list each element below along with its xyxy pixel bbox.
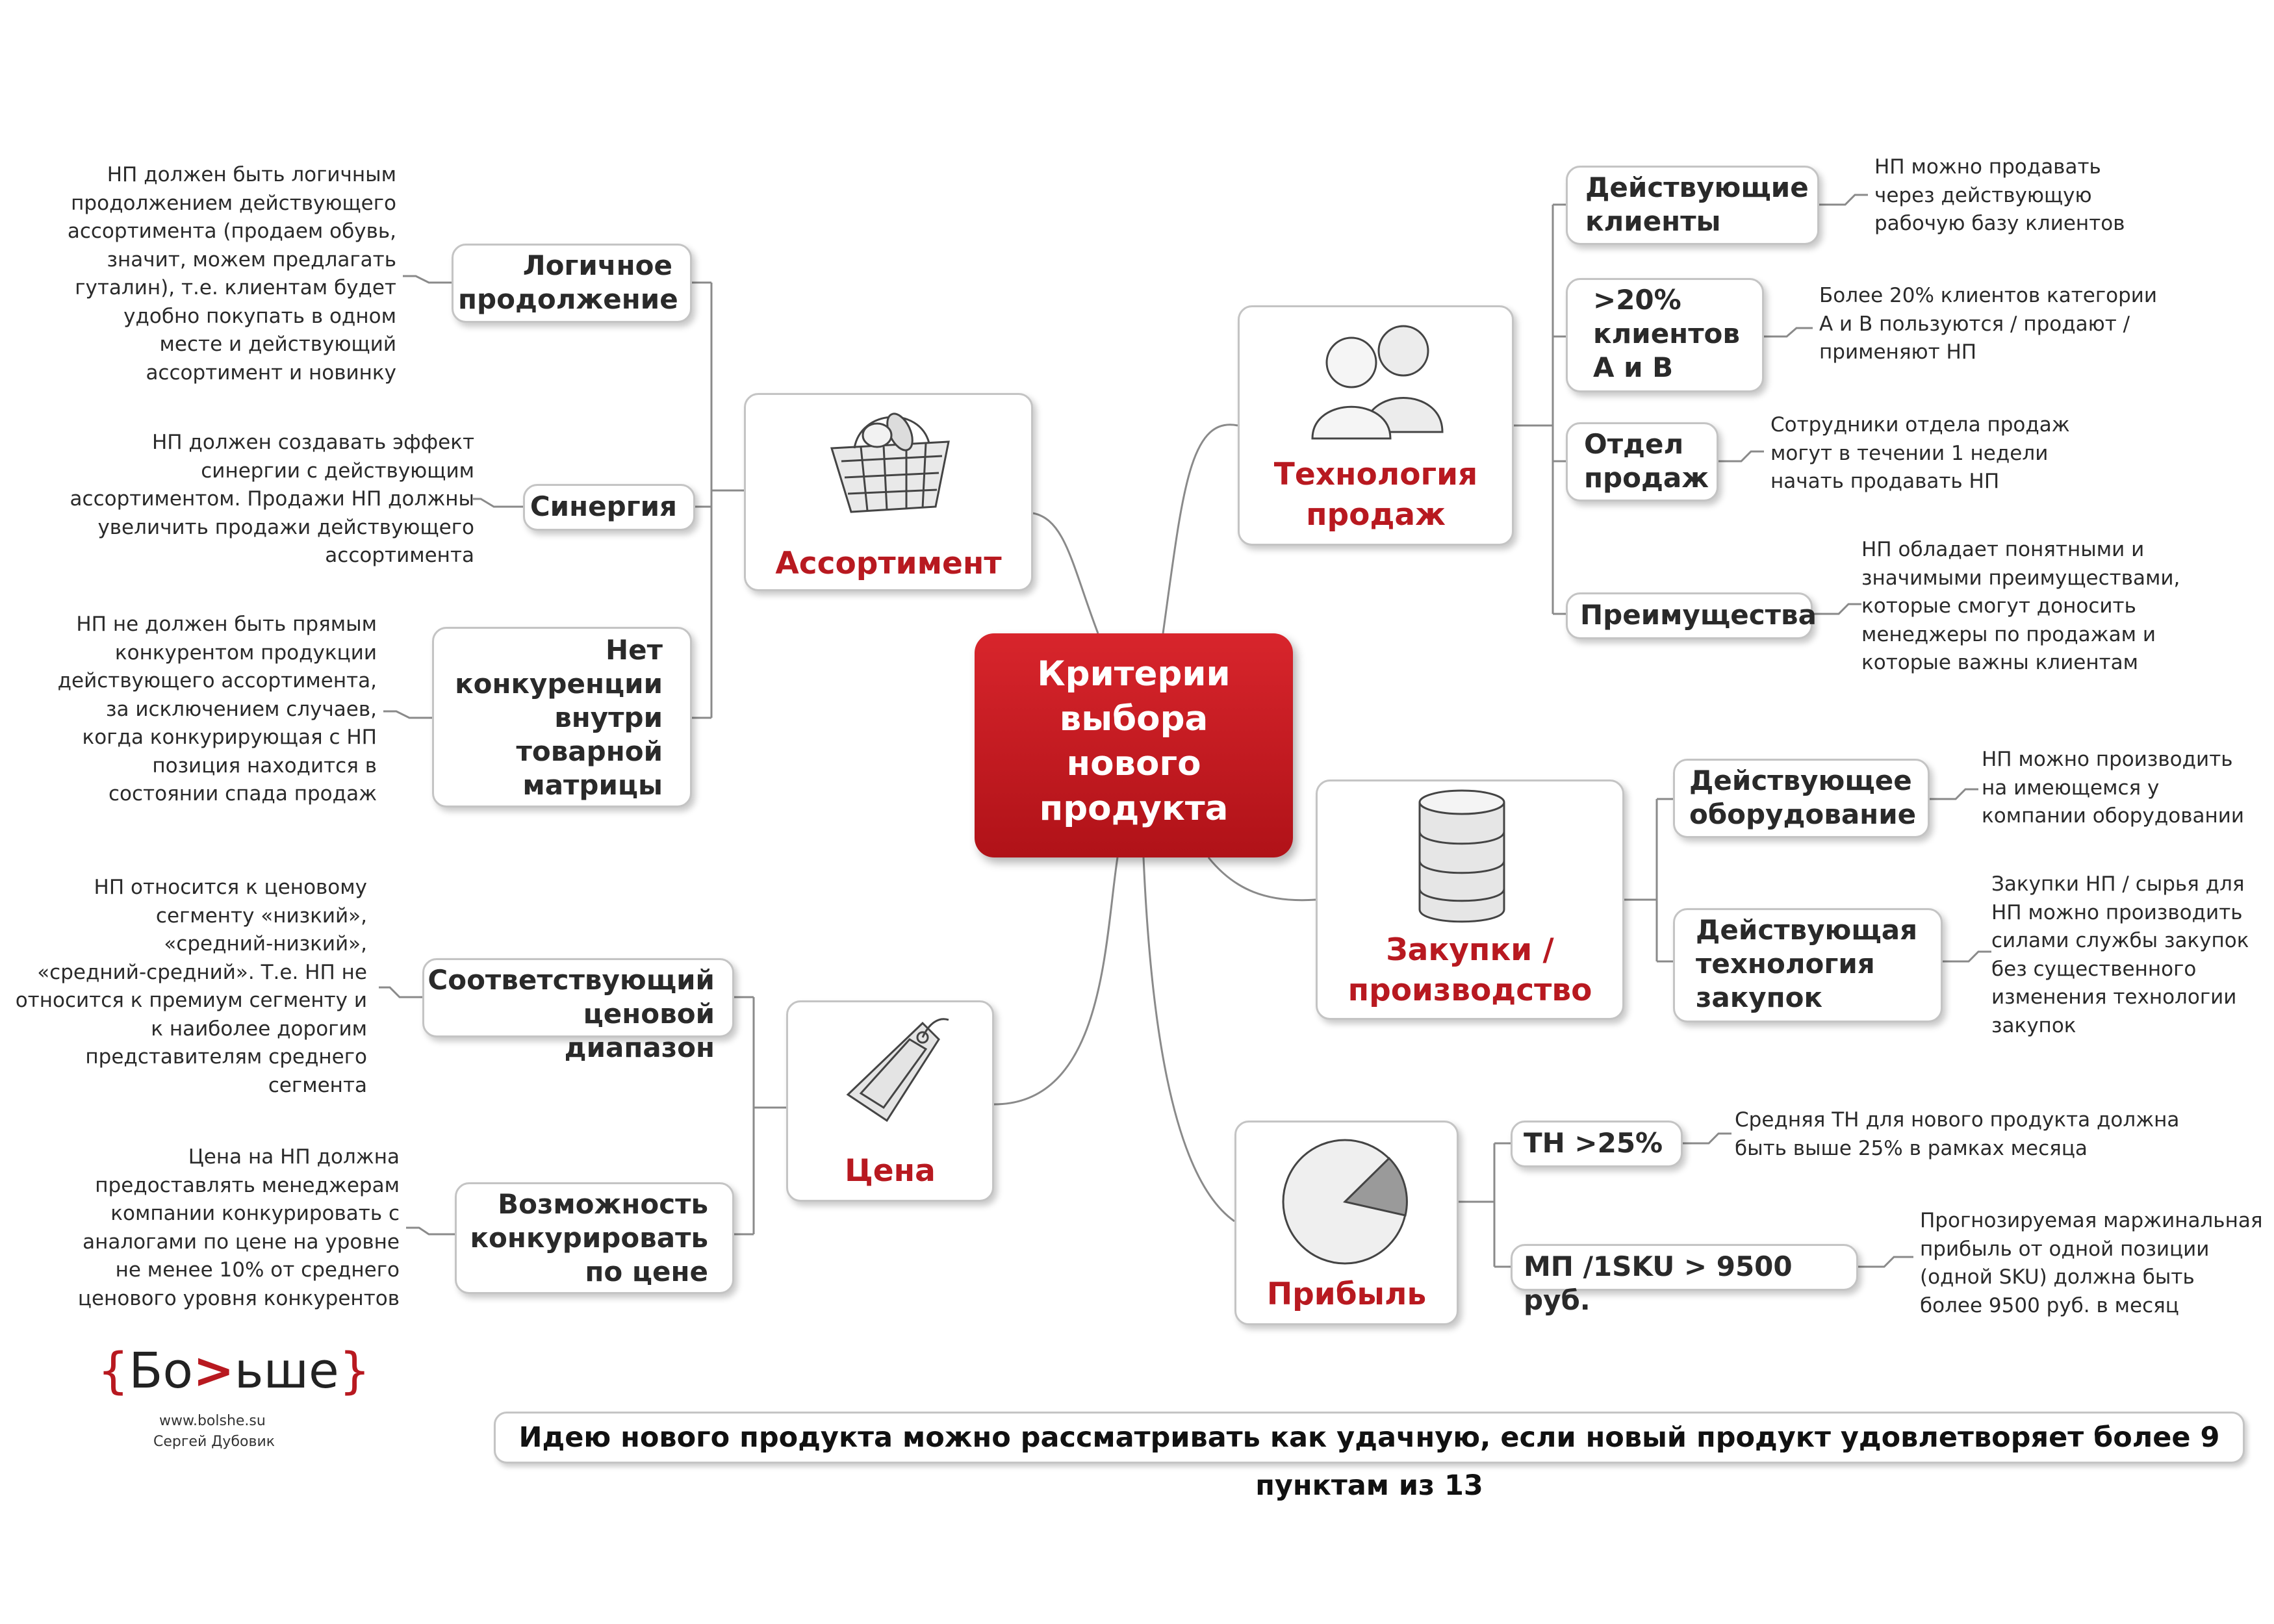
price-item-compete-box — [455, 1182, 734, 1294]
logo-mark: > — [193, 1341, 235, 1399]
sales-item-clients-note: НП можно продавать через действующую раб… — [1874, 155, 2125, 235]
price-tag-icon — [825, 1010, 955, 1137]
sales-item-clients-label: Действующие клиенты — [1585, 171, 1809, 237]
people-icon — [1296, 312, 1459, 442]
branch-sales-tech-title: Технология продаж — [1273, 457, 1478, 533]
proc-item-equipment-note: НП можно производить на имеющемся у комп… — [1982, 748, 2245, 828]
sales-item-ab-clients-note: Более 20% клиентов категории А и В польз… — [1819, 284, 2158, 364]
logo-author: Сергей Дубовик — [153, 1434, 275, 1450]
profit-item-margin-note: Прогнозируемая маржинальная прибыль от о… — [1920, 1209, 2263, 1317]
database-icon — [1410, 786, 1514, 926]
center-title: Критерии выбора нового продукта — [1037, 654, 1231, 828]
sales-item-clients-box — [1566, 166, 1819, 245]
assortment-item-no-competition-note: НП не должен быть прямым конкурентом про… — [57, 613, 377, 806]
proc-item-equipment-label: Действующее оборудование — [1689, 765, 1917, 830]
proc-item-equipment-box — [1673, 759, 1930, 838]
branch-procurement-title: Закупки / производство — [1348, 932, 1592, 1008]
assortment-item-logical-note: НП должен быть логичным продолжением дей… — [67, 163, 396, 385]
sales-item-sales-dept-label: Отдел продаж — [1584, 428, 1709, 494]
profit-item-margin-label: МП /1SKU > 9500 руб. — [1524, 1250, 1793, 1316]
branch-assortment-title: Ассортимент — [775, 546, 1002, 581]
assortment-item-synergy-box — [523, 484, 695, 531]
proc-item-tech-label: Действующая технология закупок — [1696, 914, 1918, 1013]
price-item-range-note: НП относится к ценовому сегменту «низкий… — [15, 876, 367, 1097]
price-item-range-box — [422, 958, 734, 1037]
logo-part2: ьше — [234, 1341, 339, 1399]
assortment-item-synergy-label: Синергия — [530, 490, 677, 522]
center-node — [975, 633, 1293, 857]
logo-brace-open: { — [97, 1341, 129, 1399]
logo-brace-close: } — [339, 1341, 371, 1399]
assortment-item-logical-box — [452, 244, 692, 323]
branch-profit-title: Прибыль — [1266, 1276, 1427, 1312]
assortment-item-no-competition-label: Нет конкуренции внутри товарной матрицы — [455, 634, 663, 801]
branch-sales-tech-node — [1238, 305, 1514, 546]
logo: {Бо>ьше} — [97, 1341, 370, 1400]
sales-item-ab-clients-box — [1566, 278, 1764, 392]
footer-conclusion: Идею нового продукта можно рассматривать… — [494, 1412, 2245, 1502]
logo-part1: Бо — [129, 1341, 193, 1399]
branch-price-title: Цена — [845, 1153, 936, 1189]
profit-item-markup-note: Средняя ТН для нового продукта должна бы… — [1735, 1108, 2180, 1160]
pie-chart-icon — [1273, 1127, 1420, 1270]
assortment-item-synergy-note: НП должен создавать эффект синергии с де… — [70, 431, 474, 567]
price-item-range-label: Соответствующий ценовой диапазон — [428, 964, 715, 1063]
profit-item-markup-label: ТН >25% — [1524, 1127, 1663, 1159]
sales-item-advantages-box — [1566, 592, 1813, 639]
price-item-compete-note: Цена на НП должна предоставлять менеджер… — [77, 1145, 400, 1310]
shopping-basket-icon — [815, 403, 965, 520]
proc-item-tech-box — [1673, 908, 1943, 1022]
assortment-item-logical-label: Логичное продолжение — [458, 249, 678, 315]
assortment-item-no-competition-box — [432, 627, 692, 807]
proc-item-tech-note: Закупки НП / сырья для НП можно производ… — [1991, 872, 2249, 1037]
profit-item-markup-box — [1511, 1121, 1683, 1167]
sales-item-advantages-note: НП обладает понятными и значимыми преиму… — [1861, 538, 2180, 674]
sales-item-sales-dept-box — [1566, 422, 1718, 501]
profit-item-margin-box — [1511, 1244, 1858, 1291]
sales-item-ab-clients-label: >20% клиентов А и В — [1593, 284, 1740, 383]
logo-site: www.bolshe.su — [159, 1413, 266, 1429]
price-item-compete-label: Возможность конкурировать по цене — [470, 1188, 709, 1288]
sales-item-sales-dept-note: Сотрудники отдела продаж могут в течении… — [1770, 413, 2070, 493]
sales-item-advantages-label: Преимущества — [1580, 599, 1817, 631]
